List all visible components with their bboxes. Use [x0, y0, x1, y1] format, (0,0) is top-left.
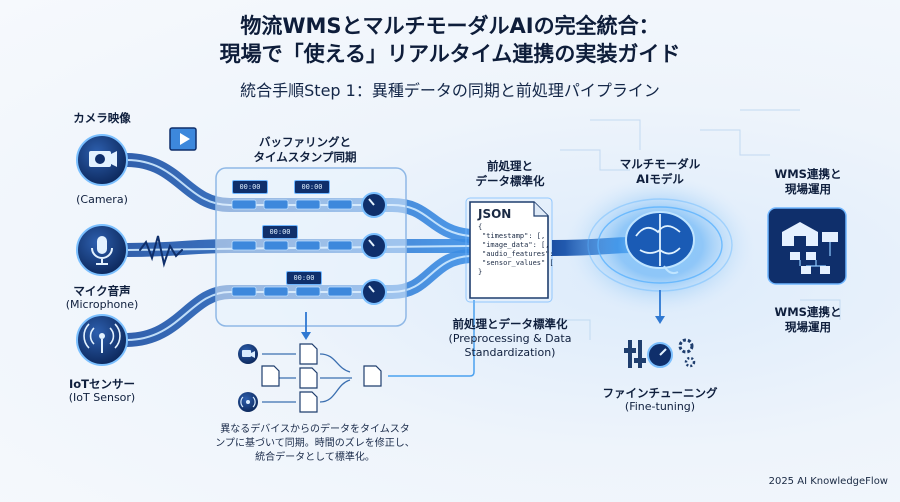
page-title-line1: 物流WMSとマルチモーダルAIの完全統合： [240, 14, 660, 38]
wms-warehouse-icon [767, 207, 847, 285]
source-mic-sub: (Microphone) [65, 298, 139, 311]
copyright-text: 2025 AI KnowledgeFlow [768, 476, 888, 487]
wms-title-bottom-line2: 現場運用 [785, 320, 831, 334]
circuit-decoration [560, 109, 841, 340]
fine-tuning-icon [624, 338, 696, 368]
iot-sensor-icon [76, 314, 128, 366]
timestamp-chip: 00:00 [286, 271, 322, 285]
brain-icon [625, 211, 695, 275]
json-document [465, 197, 553, 303]
microphone-icon [76, 224, 128, 276]
source-iot-label: IoTセンサー [68, 377, 136, 391]
buffer-note-line1: 異なるデバイスからのデータをタイムスタ [220, 424, 410, 435]
buffer-packets [231, 199, 353, 297]
json-line: "sensor_values" [ [482, 259, 554, 267]
buffer-note-line3: 統合データとして標準化。 [255, 452, 375, 463]
json-content: JSON { "timestamp": [, "image_data": [, … [478, 207, 554, 277]
source-mic-label: マイク音声 [73, 284, 131, 298]
preprocess-title-line1: 前処理と [487, 159, 533, 173]
buffer-title-line1: バッファリングと [259, 135, 351, 149]
finetune-label: ファインチューニング [602, 386, 718, 400]
video-clip-icon [169, 127, 197, 151]
ai-title-line2: AIモデル [636, 172, 684, 186]
json-line: "timestamp": [, [482, 232, 546, 240]
source-iot-sub: (IoT Sensor) [68, 391, 136, 404]
timestamp-chip: 00:00 [232, 180, 268, 194]
json-line: "image_data": [, [482, 241, 550, 249]
preprocess-title-line2: データ標準化 [475, 174, 545, 188]
timestamp-chip: 00:00 [294, 180, 330, 194]
wms-title-bottom-line1: WMS連携と [774, 305, 842, 319]
mini-source-icons [238, 344, 258, 412]
buffer-title-line2: タイムスタンプ同期 [253, 150, 357, 164]
timestamp-chip: 00:00 [262, 225, 298, 239]
preprocess-caption-line3: Standardization) [464, 346, 556, 359]
json-line: "audio_features": [482, 250, 554, 258]
finetune-sub: (Fine-tuning) [624, 400, 696, 413]
buffer-note-line2: ンプに基づいて同期。時間のズレを修正し、 [215, 438, 415, 449]
preprocess-caption-line1: 前処理とデータ標準化 [452, 317, 568, 331]
json-line: { [478, 223, 483, 231]
preprocess-caption-line2: (Preprocessing & Data [448, 332, 572, 345]
source-camera-sub: (Camera) [76, 193, 128, 206]
ai-title-line1: マルチモーダル [619, 157, 701, 171]
json-heading: JSON [478, 207, 512, 221]
sync-gauge-icons [361, 192, 387, 305]
source-camera-label: カメラ映像 [73, 111, 131, 125]
page-title-line2: 現場で「使える」リアルタイム連携の実装ガイド [219, 42, 681, 66]
wms-title-top-line2: 現場運用 [785, 182, 831, 196]
json-line: } [478, 268, 483, 276]
wms-title-top-line1: WMS連携と [774, 167, 842, 181]
doc-icons [261, 343, 382, 413]
page-subtitle: 統合手順Step 1：異種データの同期と前処理パイプライン [240, 81, 660, 100]
camera-icon [76, 134, 128, 186]
